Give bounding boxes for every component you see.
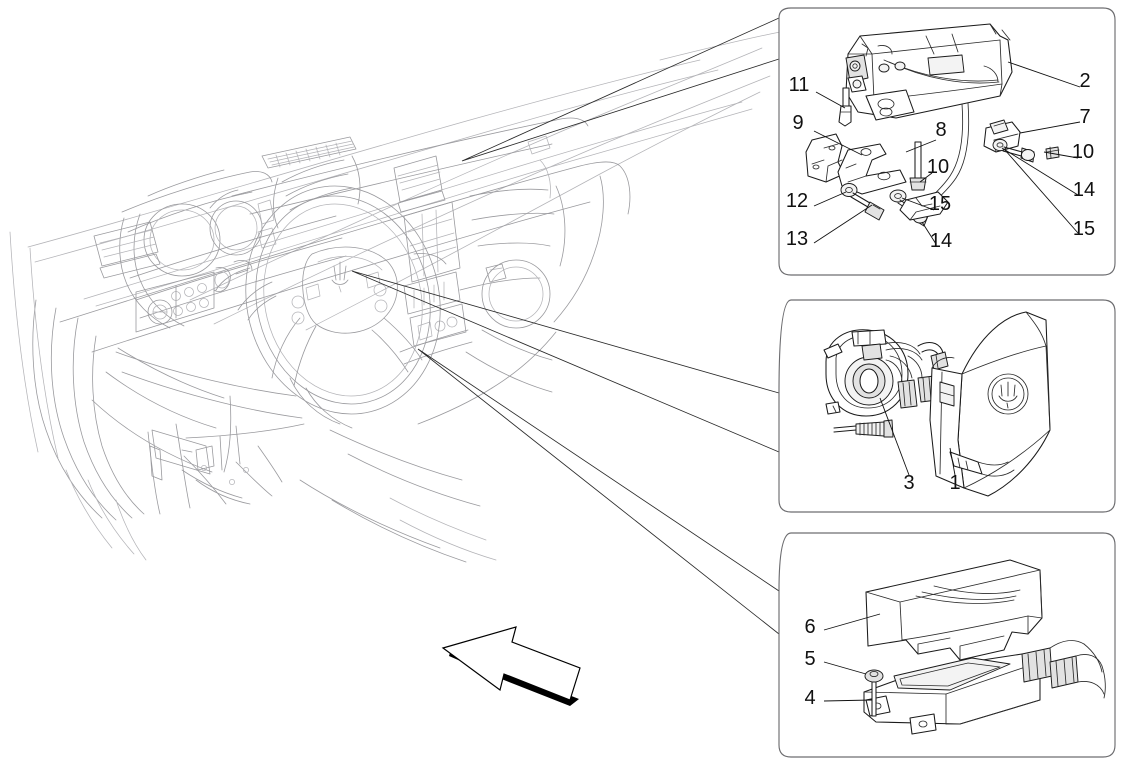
callout-10-right: 10: [1072, 141, 1094, 163]
passenger-dash-region: [459, 135, 566, 393]
leader-to-panel-2: [351, 270, 780, 453]
callout-12: 12: [786, 190, 808, 212]
passenger-airbag-module-art: [805, 23, 1060, 227]
defroster-vent: [261, 136, 357, 169]
callout-11: 11: [789, 74, 810, 96]
leader-to-panel-3: [417, 348, 780, 635]
driver-airbag-cover-art: [929, 311, 1051, 497]
steering-wheel: [215, 185, 447, 429]
callout-14-centre: 14: [930, 230, 952, 252]
leader-lines: [351, 17, 780, 635]
callout-panel-control-module: 6 5 4: [778, 532, 1116, 758]
callout-5: 5: [804, 648, 815, 670]
callout-15-centre: 15: [929, 193, 951, 215]
callout-3: 3: [903, 472, 914, 494]
centre-console-stack: [129, 215, 347, 333]
console-controls-right: [399, 201, 473, 365]
callout-13: 13: [786, 228, 808, 250]
side-air-vent-left: [93, 221, 161, 279]
callout-2: 2: [1079, 70, 1090, 92]
panel-1-callout-leaders: [813, 61, 1081, 245]
clock-spring-art: [823, 329, 949, 438]
bolt-11: [838, 87, 852, 127]
windscreen-lines: [27, 31, 781, 331]
panel-2-callout-leaders: [879, 397, 956, 476]
callout-8: 8: [935, 119, 946, 141]
centre-tunnel: [299, 429, 497, 563]
module-cover-art: [865, 559, 1043, 661]
callout-9: 9: [792, 112, 803, 134]
callout-1: 1: [949, 472, 960, 494]
dashboard-illustration: [9, 31, 781, 563]
door-trim-lines: [9, 231, 147, 561]
screw-5: [864, 669, 884, 717]
bracket-7-and-fasteners: [983, 119, 1060, 163]
callout-7: 7: [1079, 106, 1090, 128]
control-module-art: [863, 640, 1106, 735]
leader-to-panel-1: [461, 17, 780, 162]
callout-15-right: 15: [1073, 218, 1095, 240]
callout-panel-passenger-airbag: 11 9 2 7 8 10 10 12 13 15 14 14 15: [778, 7, 1116, 276]
callout-6: 6: [804, 616, 815, 638]
panel-3-callout-leaders: [823, 613, 881, 702]
callout-14-right: 14: [1073, 179, 1095, 201]
lower-dash-pedal-area: [32, 299, 305, 521]
callout-10-centre: 10: [927, 156, 949, 178]
centre-air-vents: [273, 155, 446, 229]
callout-4: 4: [804, 687, 815, 709]
callout-panel-driver-airbag: 3 1: [778, 299, 1116, 513]
maserati-trident-emblem: [331, 261, 349, 293]
direction-arrow: [441, 626, 581, 706]
